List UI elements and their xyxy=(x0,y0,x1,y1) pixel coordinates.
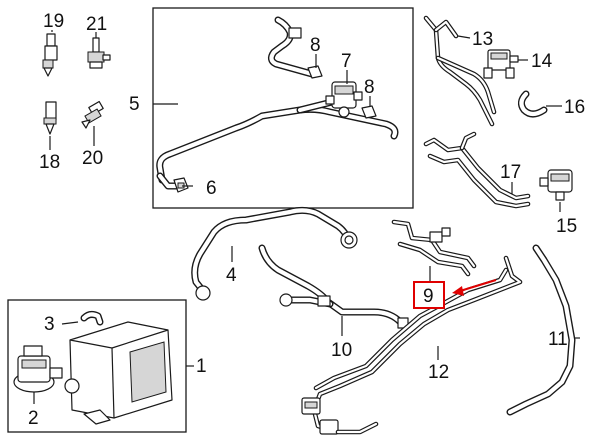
callout-12: 12 xyxy=(428,362,449,383)
callout-14: 14 xyxy=(531,51,553,72)
part-18 xyxy=(43,101,57,135)
callout-16: 16 xyxy=(564,97,585,118)
part-13-line xyxy=(423,15,497,127)
part-9-bracket xyxy=(391,219,477,277)
callout-15: 15 xyxy=(556,216,577,237)
callout-3: 3 xyxy=(44,314,55,335)
part-1-canister xyxy=(69,321,173,425)
part-3-hose xyxy=(80,310,104,326)
callout-11: 11 xyxy=(548,329,568,350)
callout-17: 17 xyxy=(500,162,521,183)
part-4-hose xyxy=(191,206,358,301)
part-5-upper-hose xyxy=(267,16,316,78)
part-19 xyxy=(42,33,58,77)
callout-7: 7 xyxy=(341,51,352,72)
callout-8b: 8 xyxy=(364,77,375,98)
part-5-evap-line xyxy=(156,96,399,190)
part-11-hose xyxy=(506,244,576,416)
callout-6: 6 xyxy=(206,178,217,199)
callout-2: 2 xyxy=(28,408,39,429)
part-2-valve xyxy=(13,345,80,394)
callout-19: 19 xyxy=(43,11,64,32)
frame-part-5 xyxy=(152,7,414,209)
callout-20: 20 xyxy=(82,148,103,169)
part-21 xyxy=(87,37,111,69)
leader-13 xyxy=(457,35,471,39)
callout-9: 9 xyxy=(423,286,434,307)
callout-18: 18 xyxy=(39,152,60,173)
callout-1: 1 xyxy=(196,356,207,377)
callout-5: 5 xyxy=(129,94,140,115)
red-arrow-indicator xyxy=(452,279,497,296)
part-14-solenoid xyxy=(483,49,519,79)
callout-13: 13 xyxy=(472,29,493,50)
part-6-clip xyxy=(173,177,189,193)
part-17-bundle xyxy=(423,131,531,209)
callout-10: 10 xyxy=(331,340,352,361)
part-10-hose xyxy=(258,244,409,329)
part-8-clip-lower xyxy=(361,105,377,119)
highlight-box-9 xyxy=(413,281,445,309)
callout-21: 21 xyxy=(86,14,107,35)
part-8-clip-upper xyxy=(307,65,323,79)
part-20 xyxy=(81,100,104,129)
part-15-valve xyxy=(539,169,573,201)
leader-3 xyxy=(61,321,79,325)
callout-8a: 8 xyxy=(310,35,321,56)
part-12-pipe xyxy=(301,255,523,435)
part-7-purge-valve xyxy=(325,81,363,118)
part-16-hose xyxy=(517,90,548,118)
callout-4: 4 xyxy=(226,265,237,286)
